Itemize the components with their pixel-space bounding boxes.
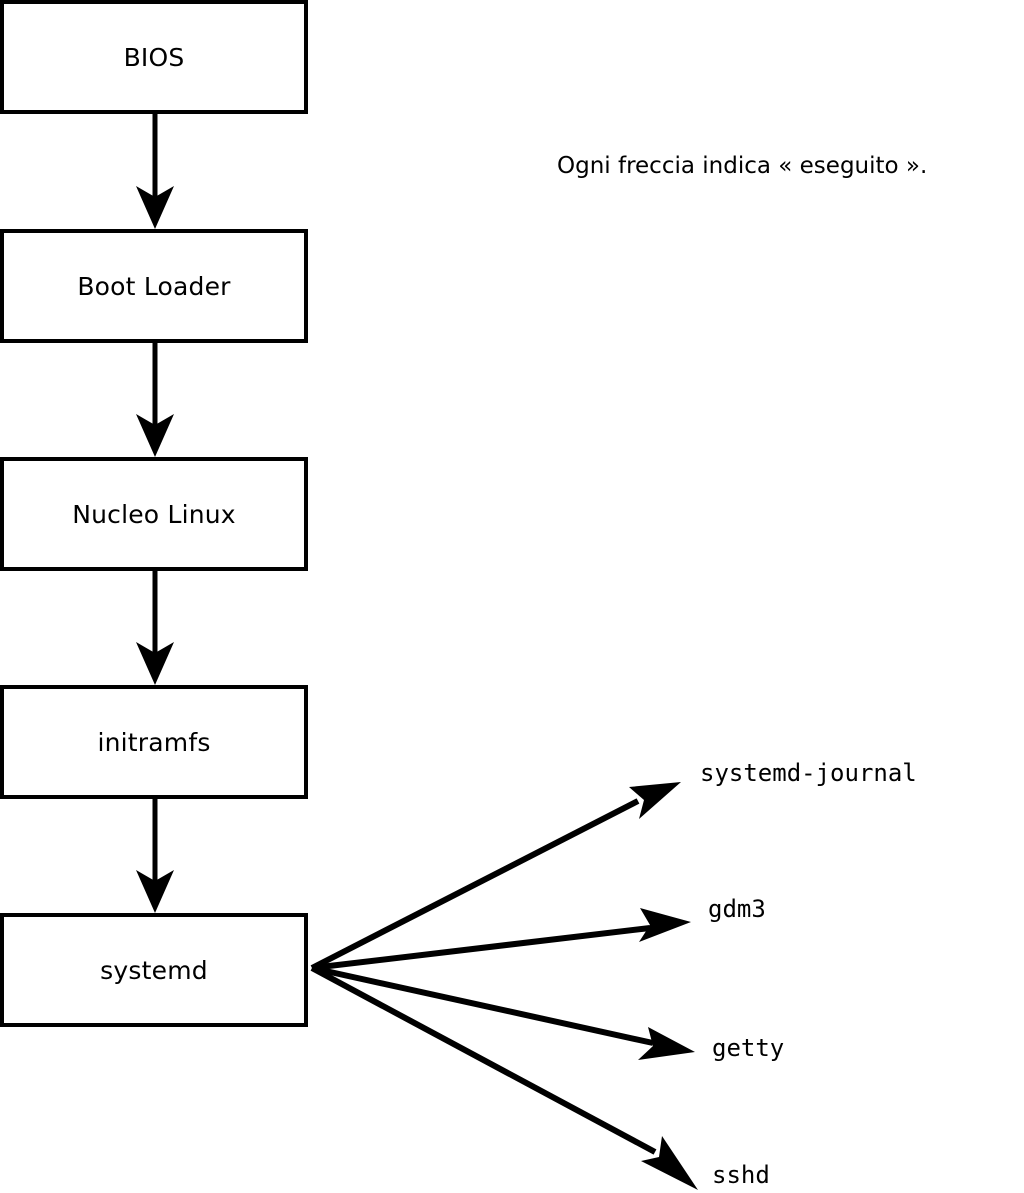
- stage-label-bootloader: Boot Loader: [77, 271, 231, 301]
- stage-label-bios: BIOS: [123, 42, 185, 72]
- service-label-gdm3: gdm3: [708, 895, 766, 923]
- stage-box-bios: BIOS: [0, 0, 308, 114]
- stage-box-systemd: systemd: [0, 913, 308, 1027]
- arrow-bios-to-bootloader: [136, 113, 174, 229]
- arrow-systemd-to-systemd-journal: [310, 782, 681, 971]
- service-label-getty: getty: [712, 1034, 785, 1062]
- stage-box-kernel: Nucleo Linux: [0, 457, 308, 571]
- stage-box-initramfs: initramfs: [0, 685, 308, 799]
- arrow-bootloader-to-kernel: [136, 343, 174, 457]
- arrow-kernel-to-initramfs: [136, 571, 174, 685]
- stage-label-initramfs: initramfs: [97, 727, 211, 757]
- stage-label-kernel: Nucleo Linux: [72, 499, 236, 529]
- arrow-systemd-to-gdm3: [311, 908, 691, 971]
- arrow-systemd-to-getty: [311, 965, 695, 1060]
- service-label-systemd-journal: systemd-journal: [700, 759, 917, 787]
- arrow-initramfs-to-systemd: [136, 797, 174, 913]
- stage-box-bootloader: Boot Loader: [0, 229, 308, 343]
- stage-label-systemd: systemd: [100, 955, 208, 985]
- service-label-sshd: sshd: [712, 1161, 770, 1189]
- arrow-systemd-to-sshd: [310, 965, 698, 1190]
- diagram-caption: Ogni freccia indica « eseguito ».: [557, 153, 928, 179]
